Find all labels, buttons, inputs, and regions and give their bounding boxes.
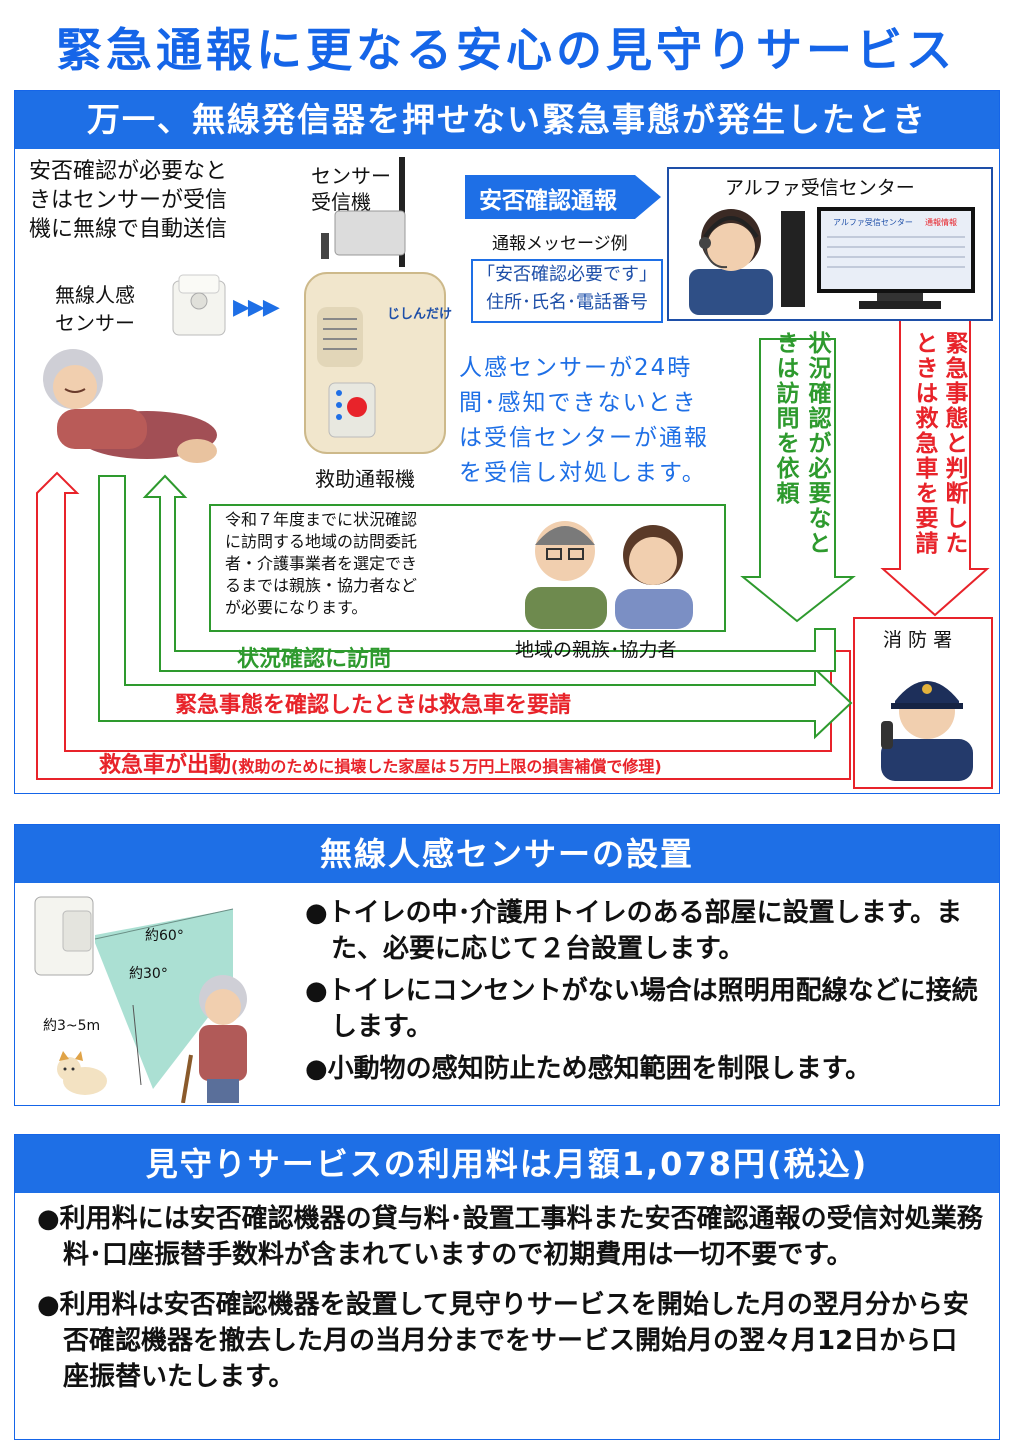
operator-icon	[689, 209, 773, 315]
screen-tag: 通報情報	[925, 218, 957, 227]
section-service-fee: 見守りサービスの利用料は月額1,078円(税込) ●利用料には安否確認機器の貸与…	[14, 1134, 1000, 1440]
unit-brand-label: じしんだけ	[387, 307, 453, 322]
ambulance-dispatch-main: 救急車が出動	[99, 753, 232, 778]
rescue-unit-label: 救助通報機	[315, 467, 415, 491]
fire-station-label: 消 防 署	[883, 629, 953, 651]
emergency-confirm-label: 緊急事態を確認したときは救急車を要請	[175, 693, 572, 718]
section3-header: 見守りサービスの利用料は月額1,078円(税込)	[15, 1135, 999, 1193]
ambulance-dispatch-note: (救助のために損壊した家屋は５万円上限の損害補償で修理)	[231, 757, 662, 776]
wireless-sensor-device-icon	[172, 274, 226, 336]
distance-label: 約3~5m	[43, 1018, 101, 1034]
visit-request-text: 状況確認が必要なときは訪問を依頼	[772, 331, 830, 556]
flow-arrows	[36, 310, 990, 780]
sensor-receiver-device-icon	[321, 157, 406, 267]
installation-bullets: ●トイレの中･介護用トイレのある部屋に設置します。また、必要に応じて２台設置しま…	[305, 895, 981, 1087]
sensor-24h-text: 人感センサーが24時 間･感知できないとき は受信センターが通報 を受信し対処し…	[459, 355, 709, 486]
receiving-center-box: アルファ受信センター アルファ受信センター 通報情報	[667, 167, 993, 321]
auto-send-text: 安否確認が必要なと きはセンサーが受信 機に無線で自動送信	[29, 159, 228, 242]
angle-60-label: 約60°	[145, 928, 184, 944]
section2-header: 無線人感センサーの設置	[15, 825, 999, 883]
wireless-sensor-label: 無線人感 センサー	[55, 283, 135, 335]
ambulance-dispatch-label: 救急車が出動(救助のために損壊した家屋は５万円上限の損害補償で修理)	[99, 747, 662, 779]
list-item: ●トイレの中･介護用トイレのある部屋に設置します。また、必要に応じて２台設置しま…	[305, 898, 963, 964]
firefighter-icon	[881, 681, 973, 781]
fire-station-box: 消 防 署	[853, 617, 993, 789]
sensor-arrows-icon: ▶▶▶	[233, 295, 280, 320]
relatives-label: 地域の親族･協力者	[515, 639, 677, 661]
visit-label: 状況確認に訪問	[237, 647, 392, 672]
fee-bullets: ●利用料には安否確認機器の貸与料･設置工事料また安否確認通報の受信対処業務料･口…	[37, 1201, 983, 1395]
center-computer-icon	[781, 207, 975, 309]
receiving-center-label: アルファ受信センター	[725, 177, 915, 199]
message-example-label: 通報メッセージ例	[492, 234, 628, 254]
section-sensor-installation: 無線人感センサーの設置 約60° 約30° 約3~5m ●トイレの中･介護用トイ…	[14, 824, 1000, 1106]
screen-title: アルファ受信センター	[833, 218, 913, 227]
message-example-box: 「安否確認必要です」 住所･氏名･電話番号	[471, 259, 663, 323]
rescue-unit-device-icon	[304, 272, 446, 454]
green-emergency-path	[98, 475, 853, 740]
ambulance-request-arrow	[880, 310, 990, 617]
visit-request-arrow	[740, 338, 856, 623]
page-title: 緊急通報に更なる安心の見守りサービス	[56, 23, 956, 77]
note-box-outline	[209, 504, 726, 632]
list-item: ●小動物の感知防止ため感知範囲を制限します。	[305, 1054, 872, 1084]
relatives-icon	[525, 521, 693, 629]
fallen-elderly-icon	[43, 349, 217, 463]
safety-report-badge: 安否確認通報	[465, 175, 661, 219]
ambulance-decision-text: 緊急事態と判断したときは救急車を要請	[911, 331, 967, 556]
section1-header: 万一、無線発信器を押せない緊急事態が発生したとき	[15, 91, 999, 149]
angle-30-label: 約30°	[129, 966, 168, 982]
sensor-receiver-label: センサー 受信機	[311, 164, 391, 214]
list-item: ●利用料は安否確認機器を設置して見守りサービスを開始した月の翌月分から安否確認機…	[37, 1290, 969, 1392]
list-item: ●利用料には安否確認機器の貸与料･設置工事料また安否確認通報の受信対処業務料･口…	[37, 1204, 983, 1270]
sensor-range-illustration	[34, 896, 247, 1103]
red-ambulance-path	[36, 471, 851, 780]
note-text: 令和７年度までに状況確認 に訪問する地域の訪問委託 者・介護事業者を選定でき る…	[225, 510, 418, 617]
green-visit-path	[142, 474, 836, 672]
section-emergency-flow: 万一、無線発信器を押せない緊急事態が発生したとき 安否確認が必要なと きはセンサ…	[14, 90, 1000, 794]
list-item: ●トイレにコンセントがない場合は照明用配線などに接続します。	[305, 976, 978, 1042]
